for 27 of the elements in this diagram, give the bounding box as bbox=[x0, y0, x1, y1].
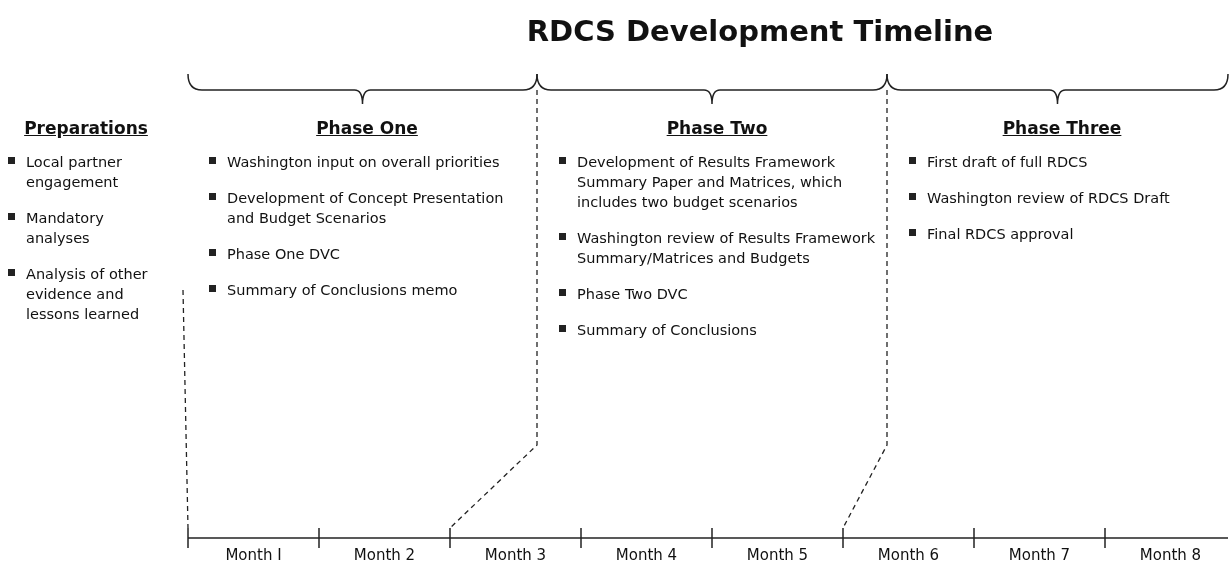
bullet-text: Washington review of Results Framework Summary/Matrices and Budgets bbox=[577, 229, 877, 268]
month-label: Month 5 bbox=[745, 546, 810, 564]
bullet-text: Development of Results Framework Summary Paper and Matrices, which includes two budget scenarios bbox=[577, 153, 844, 212]
bullet-text: Summary of Conclusions bbox=[577, 321, 758, 340]
month-label: Month 3 bbox=[483, 546, 548, 564]
bullet-text: Mandatory analyses bbox=[26, 209, 105, 248]
bullet-text: Local partner engagement bbox=[26, 153, 123, 192]
bullet-text: Phase Two DVC bbox=[577, 285, 689, 304]
bullet-text: Washington review of RDCS Draft bbox=[927, 189, 1171, 208]
bullet-text: Analysis of other evidence and lessons learned bbox=[26, 265, 149, 324]
month-label: Month I bbox=[224, 546, 283, 564]
month-label: Month 4 bbox=[614, 546, 679, 564]
bullet-text: First draft of full RDCS bbox=[927, 153, 1089, 172]
phase-heading: Preparations bbox=[24, 118, 148, 138]
title: RDCS Development Timeline bbox=[525, 14, 995, 48]
month-label: Month 2 bbox=[352, 546, 417, 564]
phase-heading: Phase Two bbox=[666, 118, 768, 138]
bullet-text: Development of Concept Presentation and Budget Scenarios bbox=[227, 189, 505, 228]
phase-heading: Phase One bbox=[316, 118, 418, 138]
bullet-text: Final RDCS approval bbox=[927, 225, 1075, 244]
month-label: Month 7 bbox=[1007, 546, 1072, 564]
month-label: Month 8 bbox=[1138, 546, 1203, 564]
bullet-text: Phase One DVC bbox=[227, 245, 341, 264]
phase-heading: Phase Three bbox=[1002, 118, 1122, 138]
month-label: Month 6 bbox=[876, 546, 941, 564]
bullet-text: Washington input on overall priorities bbox=[227, 153, 501, 172]
bullet-text: Summary of Conclusions memo bbox=[227, 281, 459, 300]
